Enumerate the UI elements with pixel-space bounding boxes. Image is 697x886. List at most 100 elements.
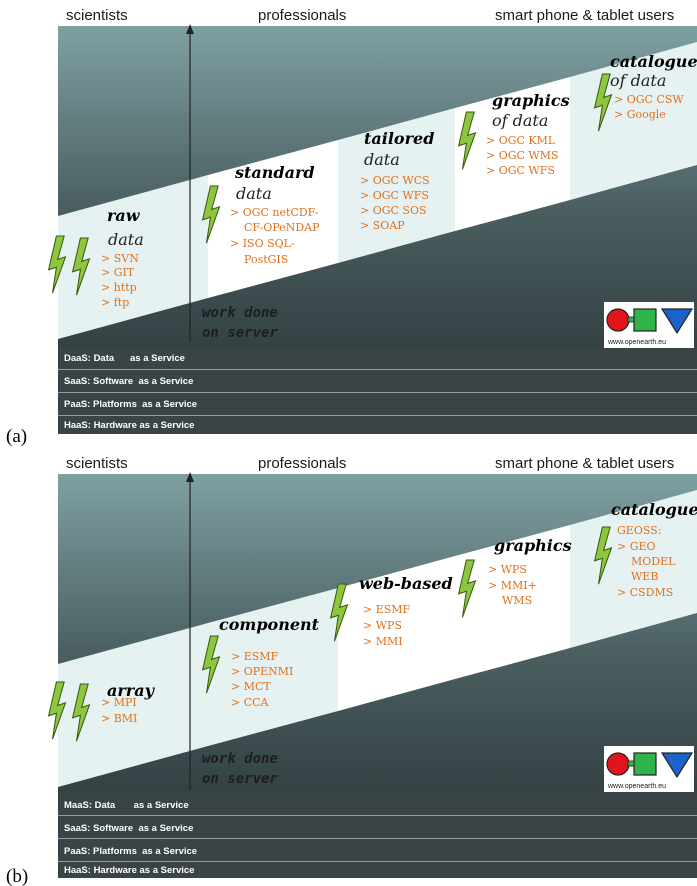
stage-title: web-based xyxy=(359,574,453,593)
band-segment xyxy=(58,175,208,339)
stage-item: > OGC CSW xyxy=(614,93,684,106)
stage-item: > SVN xyxy=(101,252,139,265)
lightning-bolt-icon xyxy=(71,237,91,296)
stage-item: > OGC KML xyxy=(486,134,556,147)
panel-label-b: (b) xyxy=(6,866,28,886)
stage-title: component xyxy=(219,615,320,634)
layer-row xyxy=(58,862,697,878)
audience-label-mobile: smart phone & tablet users xyxy=(495,7,674,24)
layer-row xyxy=(58,416,697,434)
stage-item: > OGC WCS xyxy=(360,174,430,187)
openearth-logo-icon: www.openearth.eu xyxy=(604,746,694,792)
stage-item: CF-OPeNDAP xyxy=(244,221,320,234)
service-layer-label: HaaS: Hardware as a Service xyxy=(64,420,194,431)
band-segment xyxy=(338,556,455,711)
layer-row xyxy=(58,347,697,369)
stage-item: > OGC WMS xyxy=(486,149,559,162)
arrow-head-icon xyxy=(186,24,194,34)
audience-label-professionals: professionals xyxy=(258,7,346,24)
work-done-label: work done xyxy=(202,305,278,321)
lightning-bolt-icon xyxy=(201,635,221,694)
layer-row xyxy=(58,793,697,815)
stage-item: > OGC WFS xyxy=(486,164,555,177)
stage-item: > ESMF xyxy=(231,650,279,663)
band-segment xyxy=(208,588,338,746)
panel-b xyxy=(58,472,697,878)
audience-label-scientists: scientists xyxy=(66,455,128,472)
stage-item: PostGIS xyxy=(244,253,288,266)
stage-title: catalogue xyxy=(611,500,697,519)
stage-item: > ftp xyxy=(101,296,129,309)
stage-item: > http xyxy=(101,281,137,294)
stage-subtitle: of data xyxy=(610,71,666,90)
logo-url: www.openearth.eu xyxy=(607,339,666,346)
lightning-bolt-icon xyxy=(593,73,613,132)
band-segment xyxy=(58,623,208,787)
lightning-bolt-icon xyxy=(47,235,67,294)
service-layer-label: SaaS: Software as a Service xyxy=(64,376,193,387)
stage-item: MODEL xyxy=(631,555,676,568)
service-layer-label: MaaS: Data as a Service xyxy=(64,800,189,811)
lightning-bolt-icon xyxy=(457,111,477,170)
arrow-head-icon xyxy=(186,472,194,482)
layer-row xyxy=(58,393,697,415)
stage-title: raw xyxy=(107,206,141,225)
stage-item: > WPS xyxy=(363,619,402,632)
service-layer-label: PaaS: Platforms as a Service xyxy=(64,399,197,410)
stage-item: > OPENMI xyxy=(231,665,293,678)
stage-title: graphics xyxy=(494,536,572,555)
lightning-bolt-icon xyxy=(71,683,91,742)
panel-label-a: (a) xyxy=(6,426,27,447)
service-layer-label: HaaS: Hardware as a Service xyxy=(64,865,194,876)
stage-item: > CCA xyxy=(231,696,270,709)
audience-label-mobile: smart phone & tablet users xyxy=(495,455,674,472)
band-segment xyxy=(338,108,455,263)
work-done-label: on server xyxy=(202,325,278,341)
stage-title: graphics xyxy=(492,91,570,110)
band-segment xyxy=(208,140,338,298)
stage-subtitle: data xyxy=(236,184,272,203)
layer-row xyxy=(58,816,697,838)
layer-row xyxy=(58,370,697,392)
stage-item: > MMI+ xyxy=(488,579,537,592)
stage-item: > SOAP xyxy=(360,219,405,232)
stage-subtitle: of data xyxy=(492,111,548,130)
stage-item: WEB xyxy=(631,570,658,583)
service-layer-label: SaaS: Software as a Service xyxy=(64,823,193,834)
layer-row xyxy=(58,839,697,861)
work-done-label: on server xyxy=(202,771,278,787)
service-layer-label: DaaS: Data as a Service xyxy=(64,353,185,364)
stage-item: > WPS xyxy=(488,563,527,576)
stage-item: > ISO SQL- xyxy=(230,237,295,250)
stage-item: > MCT xyxy=(231,680,271,693)
audience-label-scientists: scientists xyxy=(66,7,128,24)
stage-item: > MPI xyxy=(101,696,137,709)
work-done-label: work done xyxy=(202,751,278,767)
band-segment xyxy=(455,525,570,679)
lightning-bolt-icon xyxy=(201,185,221,244)
band-segment xyxy=(455,77,570,231)
service-layer-label: PaaS: Platforms as a Service xyxy=(64,846,197,857)
stage-item: > Google xyxy=(614,108,666,121)
stage-item: > BMI xyxy=(101,712,137,725)
stage-title: array xyxy=(107,681,156,700)
stage-item: > MMI xyxy=(363,635,403,648)
stage-subtitle: data xyxy=(364,150,400,169)
stage-item: > OGC SOS xyxy=(360,204,427,217)
stage-item: > OGC netCDF- xyxy=(230,206,319,219)
stage-item: GEOSS: xyxy=(617,524,661,537)
openearth-logo-icon: www.openearth.eu xyxy=(604,302,694,348)
lightning-bolt-icon xyxy=(457,559,477,618)
stage-title: catalogue xyxy=(610,52,697,71)
logo-url: www.openearth.eu xyxy=(607,783,666,790)
stage-title: standard xyxy=(234,163,315,182)
lightning-bolt-icon xyxy=(329,583,349,642)
stage-item: > ESMF xyxy=(363,603,411,616)
stage-subtitle: data xyxy=(108,230,144,249)
stage-title: tailored xyxy=(364,129,434,148)
lightning-bolt-icon xyxy=(593,526,613,585)
stage-item: > OGC WFS xyxy=(360,189,429,202)
lightning-bolt-icon xyxy=(47,681,67,740)
stage-item: WMS xyxy=(502,594,532,607)
